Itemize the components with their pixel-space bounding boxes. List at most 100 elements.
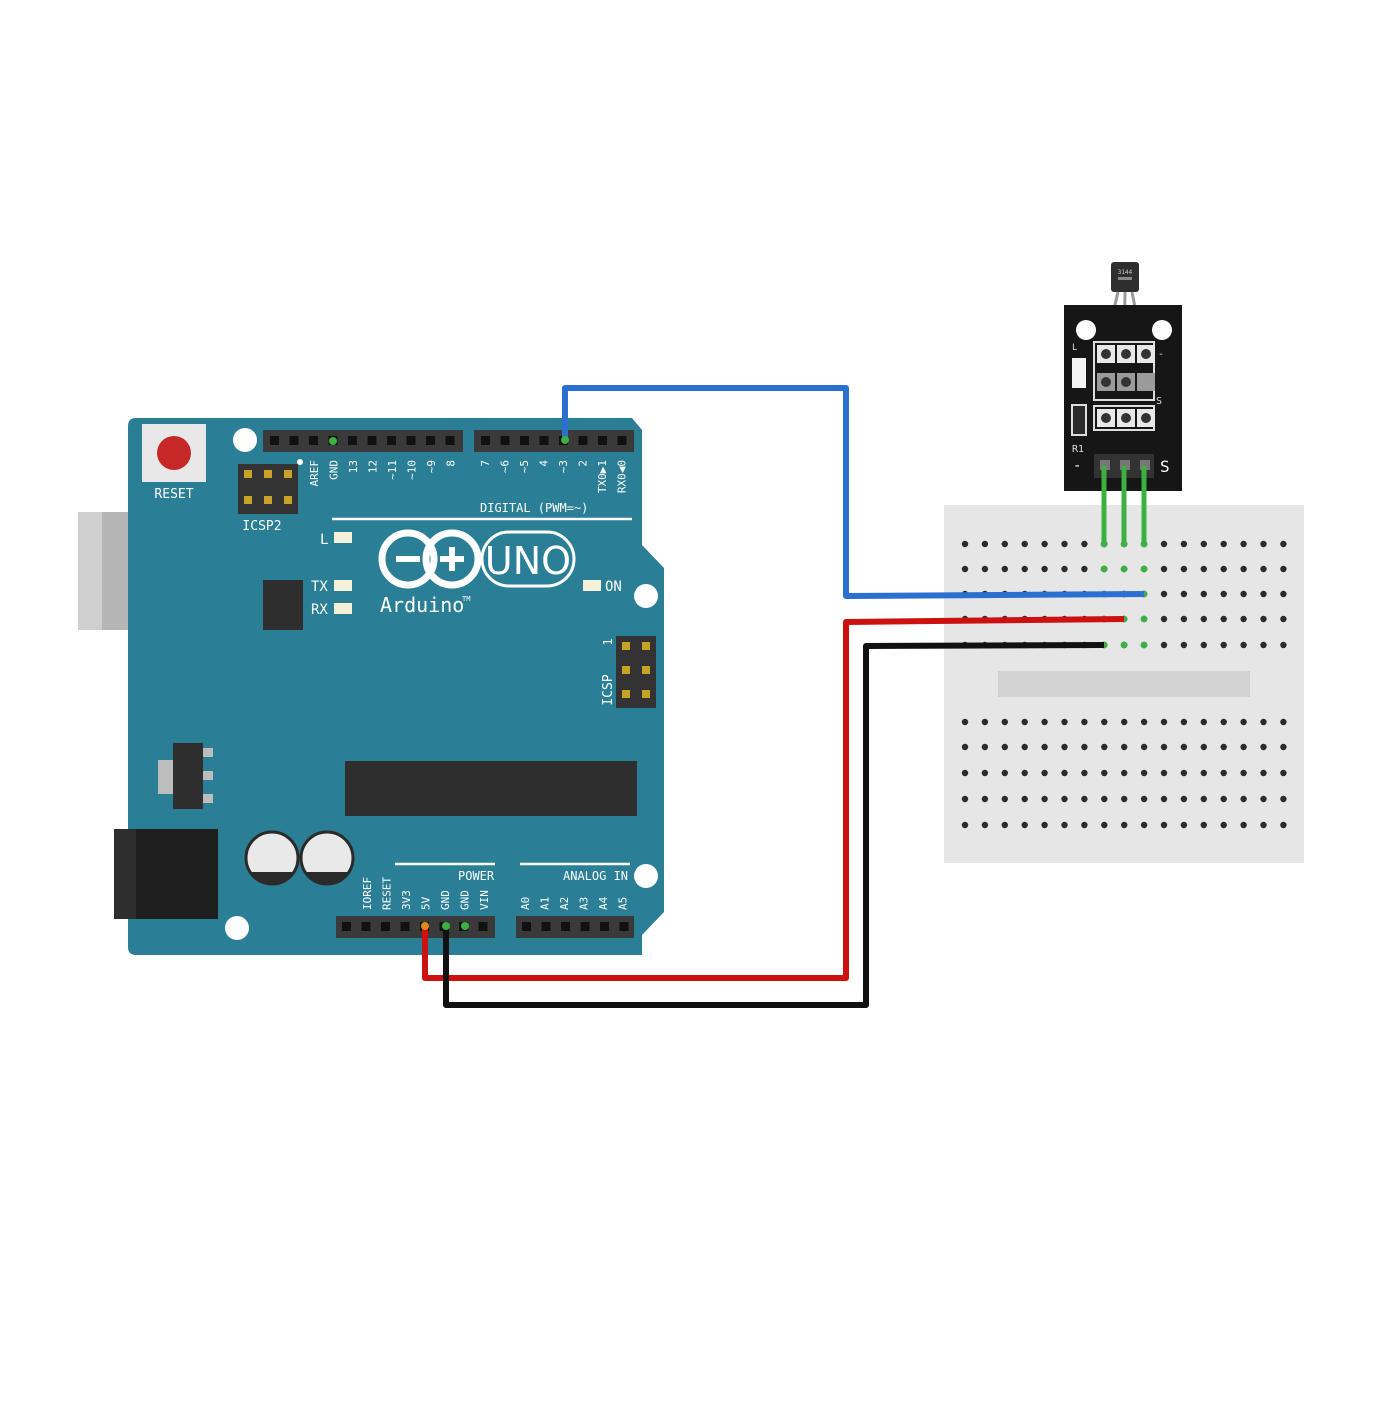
breadboard-hole-active bbox=[1140, 565, 1148, 573]
breadboard-hole bbox=[1121, 795, 1128, 803]
digital-pin-label: GND bbox=[328, 460, 341, 480]
reset-button-cap[interactable] bbox=[157, 436, 191, 470]
breadboard-hole bbox=[1001, 718, 1008, 726]
power-header bbox=[336, 916, 495, 938]
header-pin-hole bbox=[270, 436, 279, 445]
breadboard-hole bbox=[1260, 769, 1267, 777]
breadboard-hole bbox=[1021, 540, 1028, 548]
breadboard-hole bbox=[981, 743, 989, 751]
brand-text: Arduino bbox=[380, 593, 464, 617]
breadboard-hole bbox=[1140, 743, 1148, 751]
header-pin-hole bbox=[289, 436, 299, 445]
breadboard-hole bbox=[1041, 743, 1048, 751]
breadboard-hole bbox=[1240, 821, 1247, 829]
breadboard-hole bbox=[1061, 540, 1068, 548]
breadboard-hole bbox=[1260, 540, 1267, 548]
on-led bbox=[583, 580, 601, 591]
breadboard-hole bbox=[1260, 718, 1267, 726]
capacitor bbox=[244, 830, 300, 886]
header-pin-hole bbox=[617, 436, 627, 445]
breadboard-hole bbox=[1200, 615, 1208, 623]
power-wire bbox=[422, 616, 1125, 981]
breadboard-hole bbox=[1160, 795, 1168, 803]
breadboard-hole bbox=[961, 743, 969, 751]
header-pin-hole bbox=[400, 922, 410, 931]
breadboard-hole bbox=[1200, 743, 1208, 751]
inner-s-label: S bbox=[1156, 396, 1162, 407]
digital-title: DIGITAL (PWM=~) bbox=[480, 501, 588, 515]
breadboard-hole bbox=[1220, 641, 1227, 649]
breadboard-hole bbox=[1140, 718, 1148, 726]
breadboard-hole bbox=[1280, 795, 1287, 803]
header-pin-hole bbox=[387, 436, 396, 445]
analog-title: ANALOG IN bbox=[563, 869, 628, 883]
breadboard-hole-active bbox=[1140, 615, 1148, 623]
breadboard-hole bbox=[1140, 769, 1148, 777]
sensor-resistor bbox=[1071, 404, 1087, 436]
header-pin-hole bbox=[481, 436, 490, 445]
breadboard-hole bbox=[1121, 769, 1128, 777]
header-pin-hole bbox=[522, 922, 531, 931]
icsp-header bbox=[616, 636, 656, 708]
header-pin-hole bbox=[361, 922, 371, 931]
digital-pin-label: ~6 bbox=[499, 460, 512, 473]
header-pin-hole bbox=[541, 922, 551, 931]
breadboard-hole bbox=[1220, 769, 1227, 777]
breadboard-hole bbox=[1220, 821, 1227, 829]
header-pin-hole bbox=[578, 436, 588, 445]
sensor-led bbox=[1072, 358, 1086, 388]
breadboard-hole bbox=[1180, 769, 1188, 777]
breadboard-hole bbox=[961, 769, 969, 777]
breadboard-hole bbox=[1121, 718, 1128, 726]
uno-logo-text: UNO bbox=[485, 539, 571, 583]
breadboard-hole bbox=[1101, 769, 1108, 777]
breadboard-hole bbox=[1001, 565, 1008, 573]
resistor-label: R1 bbox=[1072, 444, 1084, 455]
tx-led bbox=[334, 580, 352, 591]
header-pin-hole bbox=[478, 922, 488, 931]
breadboard-hole bbox=[1140, 795, 1148, 803]
breadboard-hole bbox=[1081, 565, 1088, 573]
pin-minus-label: - bbox=[1073, 458, 1081, 474]
breadboard-hole bbox=[1220, 718, 1227, 726]
l-led bbox=[334, 532, 352, 543]
usb-chip bbox=[263, 580, 303, 630]
header-pin-hole bbox=[381, 922, 390, 931]
breadboard-hole bbox=[1220, 590, 1227, 598]
mounting-hole bbox=[634, 864, 658, 888]
power-pin-label: IOREF bbox=[361, 877, 374, 910]
breadboard-hole bbox=[1180, 615, 1188, 623]
breadboard-hole bbox=[1160, 641, 1168, 649]
brand-tm: TM bbox=[462, 595, 470, 603]
breadboard-hole bbox=[1280, 565, 1287, 573]
on-led-label: ON bbox=[605, 579, 622, 595]
breadboard-hole bbox=[1260, 565, 1267, 573]
breadboard-hole bbox=[1240, 615, 1247, 623]
l-led-label: L bbox=[320, 532, 328, 548]
breadboard-hole bbox=[1081, 718, 1088, 726]
breadboard-hole bbox=[1220, 795, 1227, 803]
breadboard-hole bbox=[1160, 565, 1168, 573]
sensor-leg-wires bbox=[1101, 466, 1147, 544]
digital-pin-label: ~10 bbox=[406, 460, 419, 480]
rx-led-label: RX bbox=[311, 602, 328, 618]
breadboard-hole bbox=[1180, 795, 1188, 803]
breadboard-hole bbox=[981, 718, 989, 726]
breadboard bbox=[944, 505, 1304, 863]
breadboard-hole bbox=[1061, 565, 1068, 573]
breadboard-hole bbox=[1280, 718, 1287, 726]
breadboard-hole bbox=[1200, 718, 1208, 726]
digital-pin-label: 7 bbox=[479, 460, 492, 467]
breadboard-hole bbox=[1001, 540, 1008, 548]
pin-connection-dot bbox=[421, 922, 429, 930]
power-pin-label: 3V3 bbox=[400, 890, 413, 910]
header-pin-hole bbox=[600, 922, 609, 931]
power-pin-label: RESET bbox=[381, 877, 394, 910]
digital-pin-label: ~3 bbox=[557, 460, 570, 473]
digital-pin-label: ~5 bbox=[518, 460, 531, 473]
voltage-regulator bbox=[158, 743, 213, 809]
signal-wire bbox=[562, 385, 1145, 599]
